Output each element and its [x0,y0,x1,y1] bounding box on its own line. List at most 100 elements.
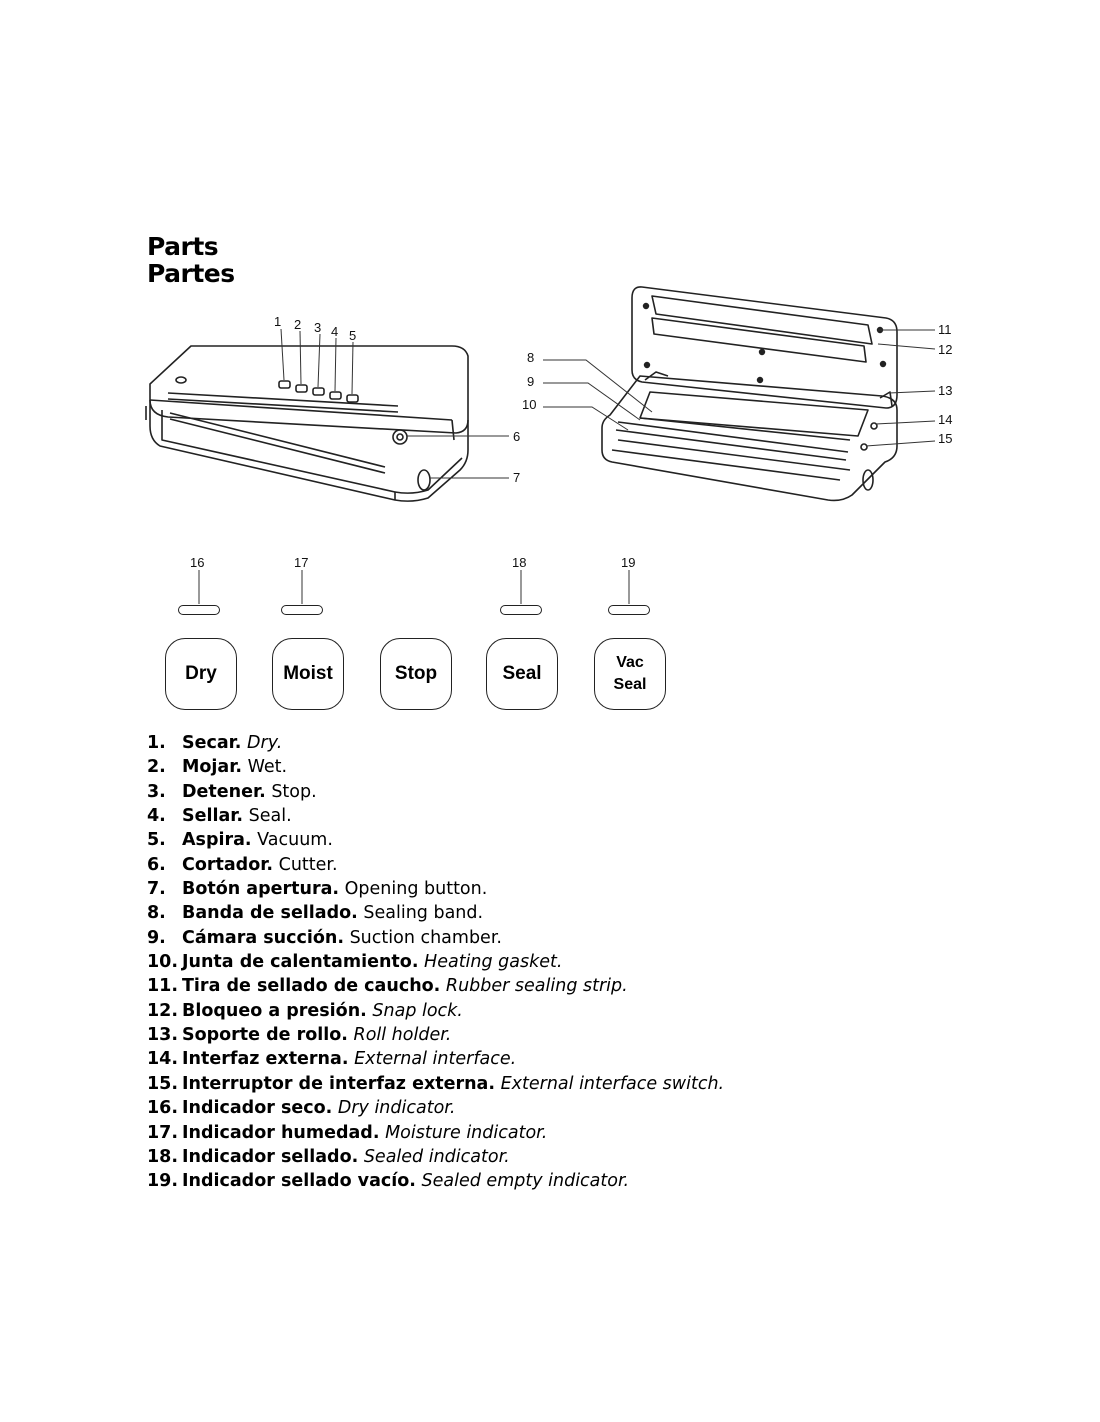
part-item: 13.Soporte de rollo. Roll holder. [147,1023,724,1047]
stop-button: Stop [380,638,452,710]
part-name-spanish: Bloqueo a presión. [182,1000,367,1021]
part-name-spanish: Botón apertura. [182,879,340,900]
seal-button: Seal [486,638,558,710]
part-item: 1. Secar. Dry. [147,731,724,755]
part-number: 6. [147,854,166,875]
part-name-english: Moisture indicator. [385,1122,548,1143]
open-device-callout-numbers: 8 9 10 11 12 13 14 15 [522,322,952,446]
callout-17: 17 [294,555,308,570]
callout-1: 1 [274,314,281,329]
part-number: 17. [147,1122,179,1143]
part-name-spanish: Soporte de rollo. [182,1025,348,1046]
parts-list: 1.Secar. Dry.2.Mojar. Wet.3.Detener. Sto… [147,731,724,1194]
callout-8: 8 [527,350,534,365]
callout-15: 15 [938,431,952,446]
part-item: 18.Indicador sellado. Sealed indicator. [147,1145,724,1169]
part-name-english: Suction chamber. [349,927,502,948]
part-name-english: Sealed indicator. [363,1146,510,1167]
part-number: 2. [147,757,166,778]
callout-12: 12 [938,342,952,357]
part-name-english: Cutter. [278,854,338,875]
callout-11: 11 [938,322,952,337]
part-name-english: Rubber sealing strip. [445,976,628,997]
part-item: 11.Tira de sellado de caucho. Rubber sea… [147,974,724,998]
part-name-spanish: Cortador. [182,854,274,875]
callout-14: 14 [938,412,952,427]
part-name-english: Sealing band. [363,903,484,924]
part-item: 3.Detener. Stop. [147,780,724,804]
part-name-english: External interface. [354,1049,517,1070]
callout-13: 13 [938,383,952,398]
part-number: 3. [147,781,166,802]
page-heading: Parts Partes [147,233,235,287]
closed-device-drawing [145,345,469,502]
callout-16: 16 [190,555,204,570]
part-name-english: Vacuum. [257,830,333,851]
callout-18: 18 [512,555,526,570]
part-name-english: Dry. [247,733,283,753]
part-name-spanish: Interruptor de interfaz externa. [182,1073,496,1094]
part-name-spanish: Junta de calentamiento. [182,952,419,973]
part-name-spanish: Tira de sellado de caucho. [182,976,441,997]
heading-english: Parts [147,232,219,261]
part-item: 15.Interruptor de interfaz externa. Exte… [147,1072,724,1096]
callout-5: 5 [349,328,356,343]
part-item: 16.Indicador seco. Dry indicator. [147,1096,724,1120]
part-name-english: Opening button. [344,879,488,900]
part-item: 5. Aspira. Vacuum. [147,828,724,852]
callout-19: 19 [621,555,635,570]
heading-spanish: Partes [147,259,235,288]
part-name-spanish: Cámara succión. [182,927,344,948]
part-name-spanish: Indicador seco. [182,1098,333,1119]
part-number: 13. [147,1025,179,1046]
part-number: 11. [147,976,179,997]
part-number: 12. [147,1000,179,1021]
part-number: 4. [147,806,166,827]
part-number: 1. [147,733,166,753]
dry-button: Dry [165,638,237,710]
part-name-spanish: Secar. [182,733,242,753]
part-name-spanish: Mojar. [182,757,243,778]
part-number: 15. [147,1073,179,1094]
moist-button: Moist [272,638,344,710]
part-name-english: Seal. [248,806,292,827]
part-item: 7.Botón apertura. Opening button. [147,877,724,901]
part-name-spanish: Detener. [182,781,266,802]
sealed-indicator-led [500,605,542,615]
dry-indicator-led [178,605,220,615]
part-name-spanish: Aspira. [182,830,252,851]
part-number: 8. [147,903,166,924]
part-name-spanish: Indicador sellado vacío. [182,1171,416,1192]
part-name-spanish: Indicador humedad. [182,1122,380,1143]
callout-2: 2 [294,317,301,332]
part-item: 19.Indicador sellado vacío. Sealed empty… [147,1169,724,1193]
part-number: 19. [147,1171,179,1192]
indicator-callout-numbers: 16 17 18 19 [190,555,635,570]
part-number: 9. [147,927,166,948]
part-name-spanish: Banda de sellado. [182,903,358,924]
part-name-english: Sealed empty indicator. [421,1171,630,1192]
part-name-english: Dry indicator. [337,1098,456,1119]
vac-seal-button: Vac Seal [594,638,666,710]
part-name-spanish: Interfaz externa. [182,1049,349,1070]
part-name-english: Snap lock. [372,1000,463,1021]
part-name-english: Heating gasket. [424,952,563,973]
part-number: 5. [147,830,166,851]
part-number: 18. [147,1146,179,1167]
part-item: 12.Bloqueo a presión. Snap lock. [147,999,724,1023]
part-item: 6. Cortador. Cutter. [147,853,724,877]
indicator-leader-lines [198,570,630,604]
closed-device-leader-lines [280,328,509,479]
part-item: 2. Mojar. Wet. [147,755,724,779]
part-number: 16. [147,1098,179,1119]
part-name-english: Wet. [247,757,288,778]
part-name-english: External interface switch. [500,1073,725,1094]
callout-6: 6 [513,429,520,444]
sealed-empty-indicator-led [608,605,650,615]
part-item: 10.Junta de calentamiento. Heating gaske… [147,950,724,974]
callout-10: 10 [522,397,536,412]
callout-3: 3 [314,320,321,335]
part-item: 14.Interfaz externa. External interface. [147,1047,724,1071]
open-device-drawing [601,286,898,502]
part-item: 4.Sellar. Seal. [147,804,724,828]
